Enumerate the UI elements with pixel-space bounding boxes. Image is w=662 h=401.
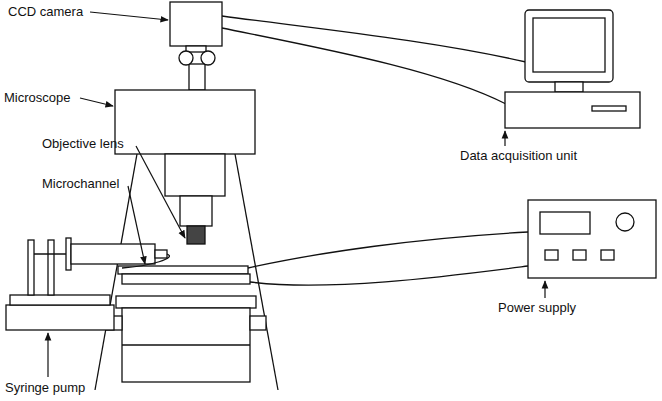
microscope-head [115, 90, 255, 154]
eyepiece [179, 51, 193, 65]
part-label: Power supply [498, 300, 576, 315]
leader-arrow [504, 131, 505, 146]
objective-holder [165, 154, 225, 196]
computer-unit [505, 92, 640, 128]
electrode-wire [250, 266, 528, 285]
camera-cable [222, 16, 526, 62]
part-label: Objective lens [42, 136, 124, 151]
part-label: Microscope [4, 90, 70, 105]
leader-arrow [80, 98, 113, 106]
eyepiece [201, 51, 215, 65]
power-display [540, 212, 590, 234]
feed-tube [122, 254, 169, 268]
ccd-camera-body [170, 2, 222, 46]
part-label: Microchannel [42, 176, 119, 191]
camera-cable [222, 28, 506, 104]
syringe-flange [66, 238, 71, 270]
pump-base [6, 305, 114, 330]
part-label: Data acquisition unit [460, 148, 577, 163]
objective-barrel [180, 196, 212, 226]
part-label: Syringe pump [5, 380, 85, 395]
stage-plate [116, 296, 256, 308]
pump-plate [10, 295, 110, 305]
power-button [573, 250, 586, 260]
camera-tube [189, 64, 205, 90]
pump-post [28, 240, 34, 295]
stage-knob [250, 316, 266, 330]
part-label: CCD camera [8, 4, 83, 19]
leader-arrow [544, 281, 545, 298]
power-button [545, 250, 558, 260]
stage-base-line [122, 344, 250, 345]
power-button [601, 250, 614, 260]
pump-post [48, 240, 54, 295]
monitor [525, 10, 613, 82]
drive-slot [592, 106, 626, 111]
syringe-nozzle [155, 250, 167, 258]
monitor-stand [555, 82, 583, 92]
leader-arrow [136, 146, 185, 238]
chip-holder [122, 274, 250, 284]
electrode-wire [248, 232, 528, 268]
power-supply-box [528, 200, 656, 278]
power-knob [616, 213, 634, 231]
leader-arrow [128, 186, 145, 264]
stage-base [122, 308, 250, 382]
monitor-screen [533, 18, 605, 72]
leader-arrow [47, 333, 48, 377]
plunger-rod [34, 253, 70, 254]
objective-lens-tip [187, 226, 205, 244]
microchannel-chip [118, 266, 248, 274]
leader-arrow [90, 12, 168, 20]
